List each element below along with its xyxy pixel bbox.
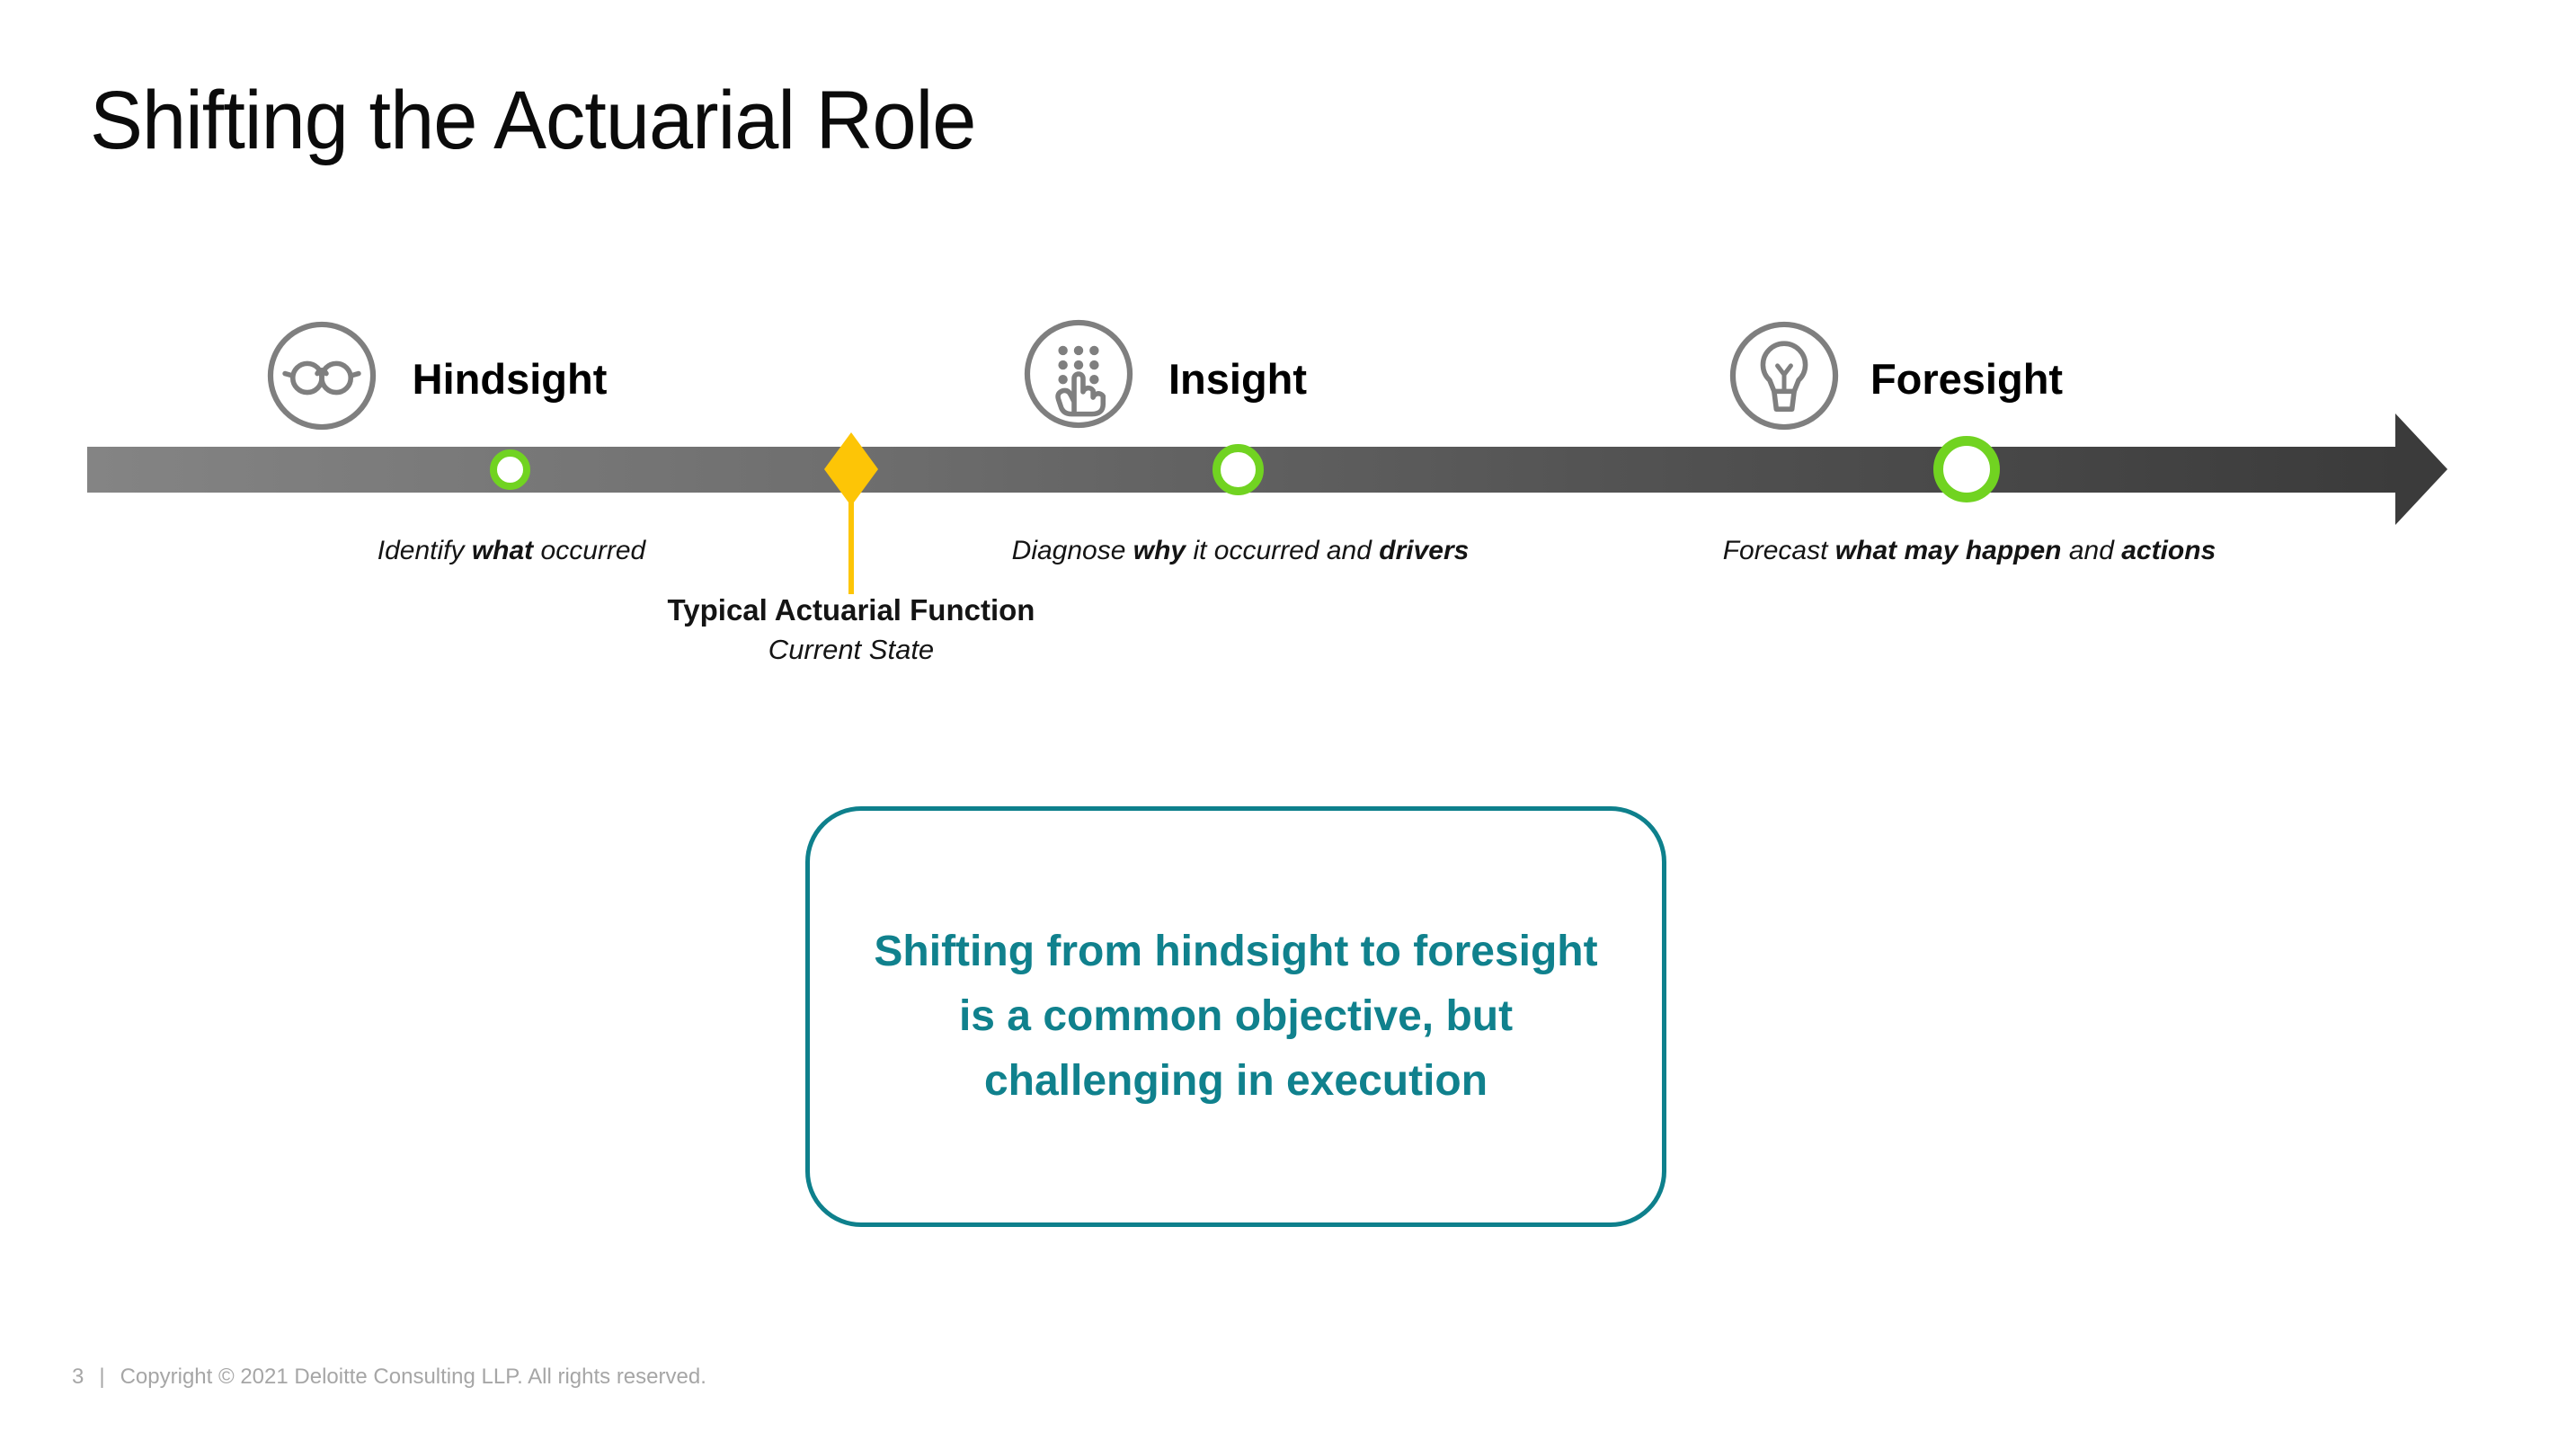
caption-text: it occurred and [1186,536,1380,565]
stage-caption-insight: Diagnose why it occurred and drivers [1012,536,1470,566]
milestone-callout: Typical Actuarial Function Current State [668,593,1035,666]
caption-text-bold: actions [2121,536,2216,565]
callout-line-3: challenging in execution [983,1057,1488,1105]
stage-label-foresight: Foresight [1870,355,2064,403]
caption-text-bold: what [471,536,534,565]
glasses-icon [266,320,378,431]
timeline-marker-insight [1212,444,1264,495]
lightbulb-icon [1728,320,1840,431]
caption-text-bold: drivers [1379,536,1470,565]
timeline-marker-foresight [1933,436,2000,502]
stage-caption-hindsight: Identify what occurred [378,536,645,566]
caption-text: and [2061,536,2122,565]
footer-divider: | [99,1365,105,1389]
footer-page-number: 3 [72,1365,84,1389]
milestone-title: Typical Actuarial Function [667,593,1035,627]
caption-text-bold: what may happen [1834,536,2062,565]
caption-text-bold: why [1133,536,1186,565]
tap-data-icon [1023,318,1134,430]
milestone-connector-line [848,493,854,594]
stage-label-hindsight: Hindsight [412,355,608,403]
timeline-marker-hindsight [490,449,530,490]
callout-line-1: Shifting from hindsight to foresight [874,928,1598,975]
page-title: Shifting the Actuarial Role [90,75,976,166]
caption-text: Diagnose [1011,536,1133,565]
milestone-subtitle: Current State [768,634,935,665]
milestone-diamond-icon [824,432,878,506]
caption-text: Forecast [1722,536,1835,565]
callout-line-2: is a common objective, but [958,992,1514,1040]
stage-caption-foresight: Forecast what may happen and actions [1723,536,2216,566]
stage-label-insight: Insight [1168,355,1308,403]
timeline-arrow-icon [2395,413,2447,525]
callout-box: Shifting from hindsight to foresight is … [805,806,1666,1227]
caption-text: Identify [377,536,472,565]
slide-footer: 3 | Copyright © 2021 Deloitte Consulting… [72,1365,706,1390]
caption-text: occurred [533,536,646,565]
footer-copyright: Copyright © 2021 Deloitte Consulting LLP… [120,1365,706,1389]
